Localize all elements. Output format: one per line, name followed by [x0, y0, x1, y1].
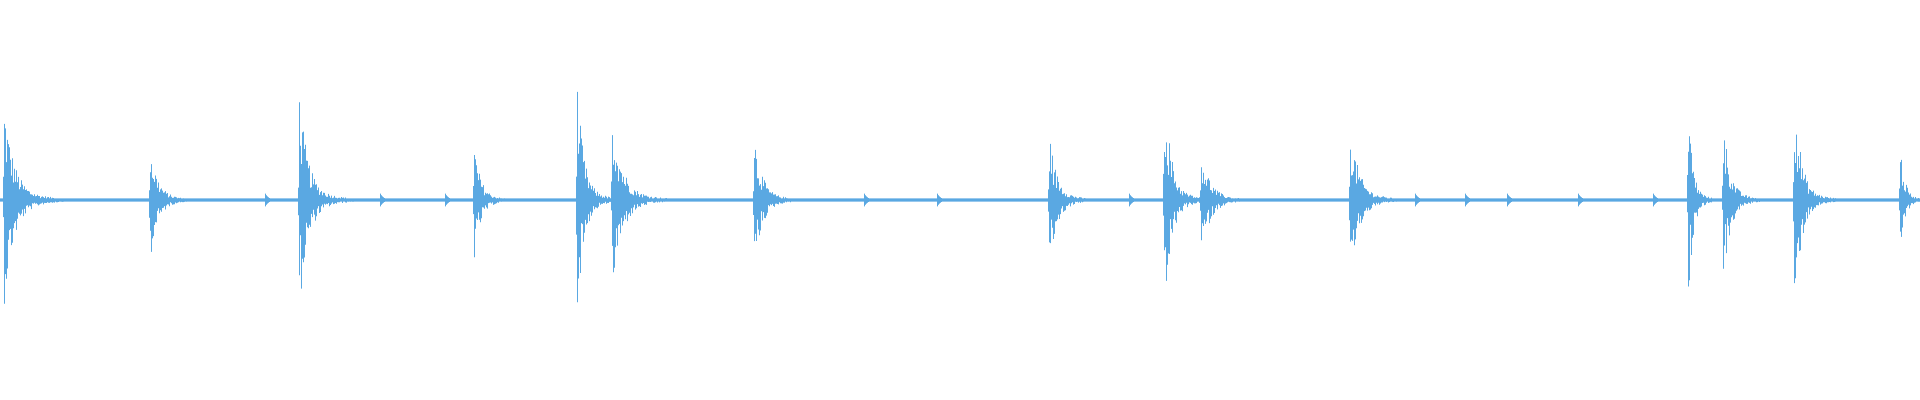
waveform-amplitude-bars: [0, 91, 1920, 304]
